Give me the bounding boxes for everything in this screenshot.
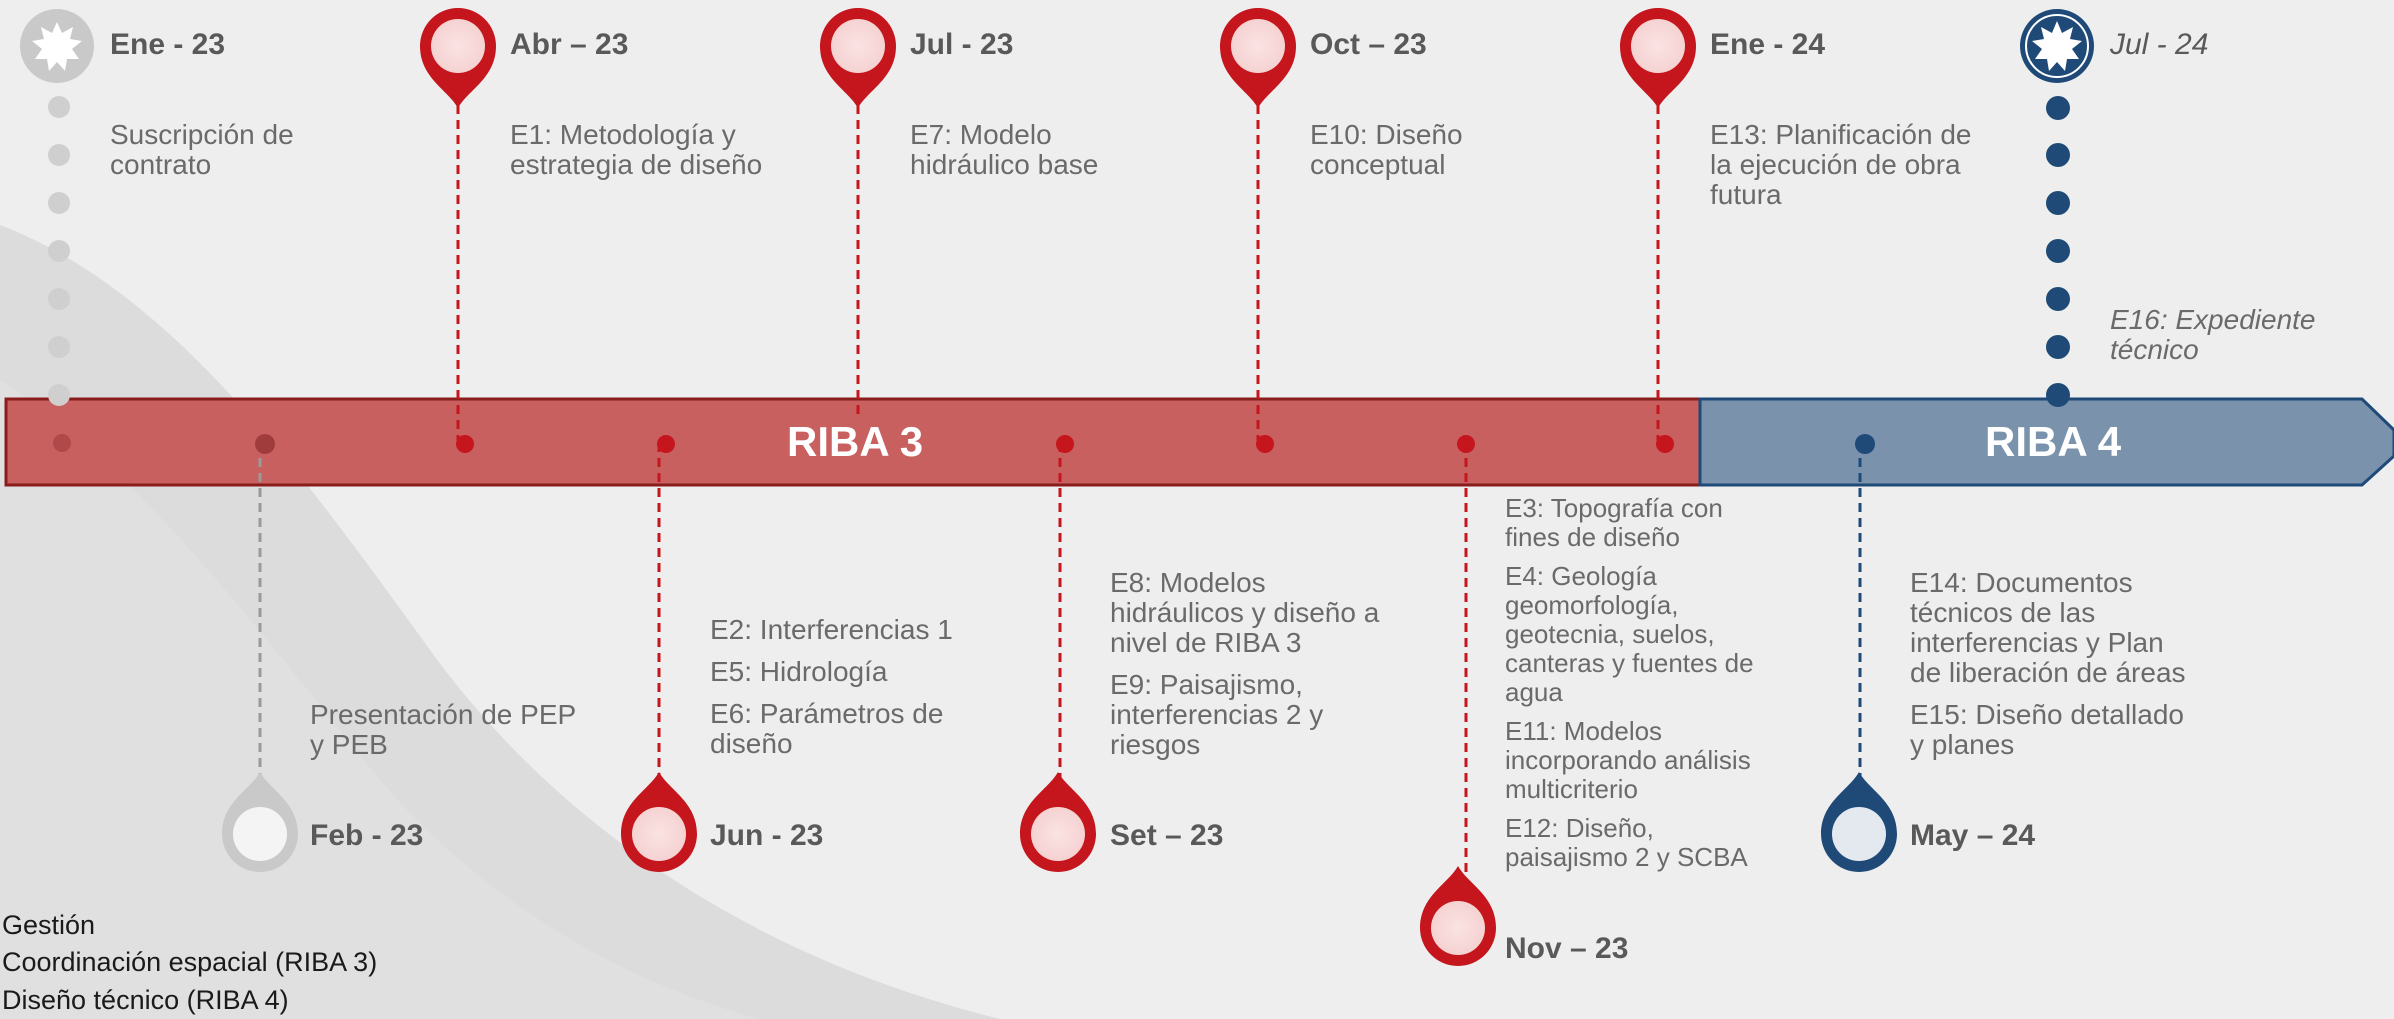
milestone-date: Jun - 23 <box>710 819 824 852</box>
milestone-date: Nov – 23 <box>1505 932 1629 965</box>
milestone-date: Oct – 23 <box>1310 28 1427 61</box>
band-dot <box>53 434 71 452</box>
riba3-label: RIBA 3 <box>787 418 924 465</box>
background-swoosh-light <box>0 380 760 1019</box>
legend-gestion: Gestión <box>2 910 96 940</box>
pin-icon-bottom-set <box>1020 772 1096 872</box>
milestone-date: Feb - 23 <box>310 819 424 852</box>
pin-icon-bottom-feb <box>222 772 298 872</box>
riba4-dots <box>2046 96 2070 407</box>
pin-icon-bottom-nov <box>1420 866 1496 966</box>
band-dots-red <box>456 435 1674 453</box>
milestone-date: Abr – 23 <box>510 28 629 61</box>
starburst-icon-blue <box>2020 9 2094 83</box>
legend-riba3: Coordinación espacial (RIBA 3) <box>2 947 378 977</box>
milestone-date: Jul - 24 <box>2110 28 2209 61</box>
band-dot-gestion <box>255 434 275 454</box>
legend-riba4: Diseño técnico (RIBA 4) <box>2 985 289 1015</box>
riba4-label: RIBA 4 <box>1985 418 2122 465</box>
band-dot-blue <box>1855 434 1875 454</box>
pin-icon-top-jul <box>820 8 896 108</box>
gestion-dots <box>48 96 70 406</box>
pin-icon-top-oct <box>1220 8 1296 108</box>
top-connectors <box>456 105 1660 440</box>
riba4-band <box>1698 397 2394 487</box>
milestone-date: Jul - 23 <box>910 28 1014 61</box>
pin-icon-top-abr <box>420 8 496 108</box>
starburst-icon-gray <box>20 9 94 83</box>
milestone-date: Ene - 24 <box>1710 28 1826 61</box>
pin-icon-top-ene24 <box>1620 8 1696 108</box>
pin-icon-bottom-jun <box>621 772 697 872</box>
milestone-date: Ene - 23 <box>110 28 226 61</box>
bottom-connectors <box>258 443 1862 875</box>
milestone-description: E2: Interferencias 1 E5: Hidrología E6: … <box>710 614 953 759</box>
milestone-date: Set – 23 <box>1110 819 1224 852</box>
pin-icon-bottom-may <box>1821 772 1897 872</box>
milestone-date: May – 24 <box>1910 819 2036 852</box>
